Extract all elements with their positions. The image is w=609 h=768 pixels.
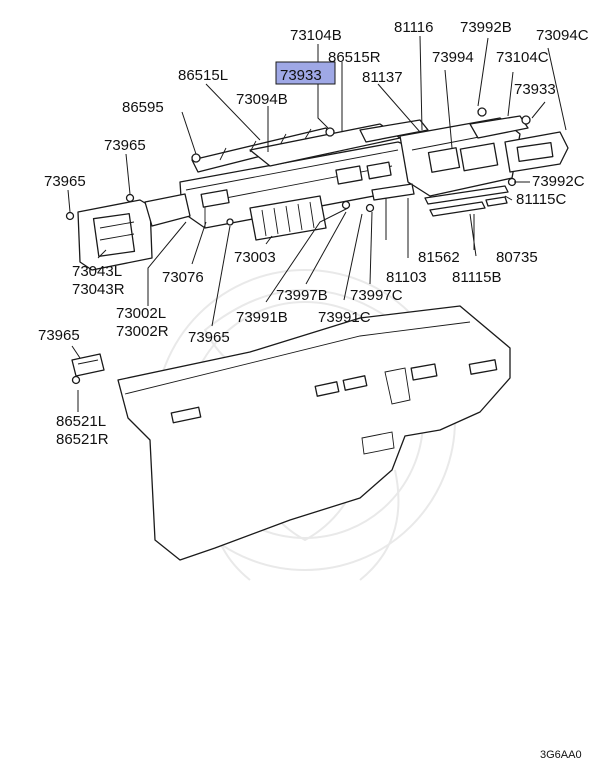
label-73997C[interactable]: 73997C	[350, 287, 403, 304]
label-73965-a[interactable]: 73965	[104, 137, 146, 154]
label-73043R[interactable]: 73043R	[72, 281, 125, 298]
upper-panel-assembly	[65, 107, 569, 271]
label-86521L[interactable]: 86521L	[56, 413, 106, 430]
label-73002L[interactable]: 73002L	[116, 305, 166, 322]
label-73076[interactable]: 73076	[162, 269, 204, 286]
part-labels: 73104B 86515R 73933 86515L 73094B 86595 …	[38, 19, 589, 761]
label-80735[interactable]: 80735	[496, 249, 538, 266]
leader-lines	[67, 35, 567, 412]
label-81103[interactable]: 81103	[386, 269, 427, 286]
label-73003[interactable]: 73003	[234, 249, 276, 266]
label-73104C[interactable]: 73104C	[496, 49, 549, 66]
label-73994[interactable]: 73994	[432, 49, 474, 66]
label-81115C[interactable]: 81115C	[516, 191, 566, 208]
label-73002R[interactable]: 73002R	[116, 323, 169, 340]
label-73933-highlighted[interactable]: 73933	[280, 67, 322, 84]
label-81115B[interactable]: 81115B	[452, 269, 502, 286]
label-86595[interactable]: 86595	[122, 99, 164, 116]
label-86521R[interactable]: 86521R	[56, 431, 109, 448]
label-86515L[interactable]: 86515L	[178, 67, 228, 84]
highlight-box	[275, 61, 336, 85]
label-73933[interactable]: 73933	[514, 81, 556, 98]
label-73094B[interactable]: 73094B	[236, 91, 288, 108]
label-81562[interactable]: 81562	[418, 249, 460, 266]
label-73991C[interactable]: 73991C	[318, 309, 371, 326]
label-73991B[interactable]: 73991B	[236, 309, 288, 326]
diagram-code: 3G6AA0	[540, 749, 582, 761]
label-73965-c[interactable]: 73965	[188, 329, 230, 346]
label-81116[interactable]: 81116	[394, 19, 434, 36]
label-81137[interactable]: 81137	[362, 69, 403, 86]
label-86515R[interactable]: 86515R	[328, 49, 381, 66]
label-73094C[interactable]: 73094C	[536, 27, 589, 44]
label-73043L[interactable]: 73043L	[72, 263, 122, 280]
label-73965-b[interactable]: 73965	[44, 173, 86, 190]
label-73992B[interactable]: 73992B	[460, 19, 512, 36]
label-73997B[interactable]: 73997B	[276, 287, 328, 304]
label-73992C[interactable]: 73992C	[532, 173, 585, 190]
label-73965-d[interactable]: 73965	[38, 327, 80, 344]
label-73104B[interactable]: 73104B	[290, 27, 342, 44]
dashboard-outline	[71, 305, 511, 561]
